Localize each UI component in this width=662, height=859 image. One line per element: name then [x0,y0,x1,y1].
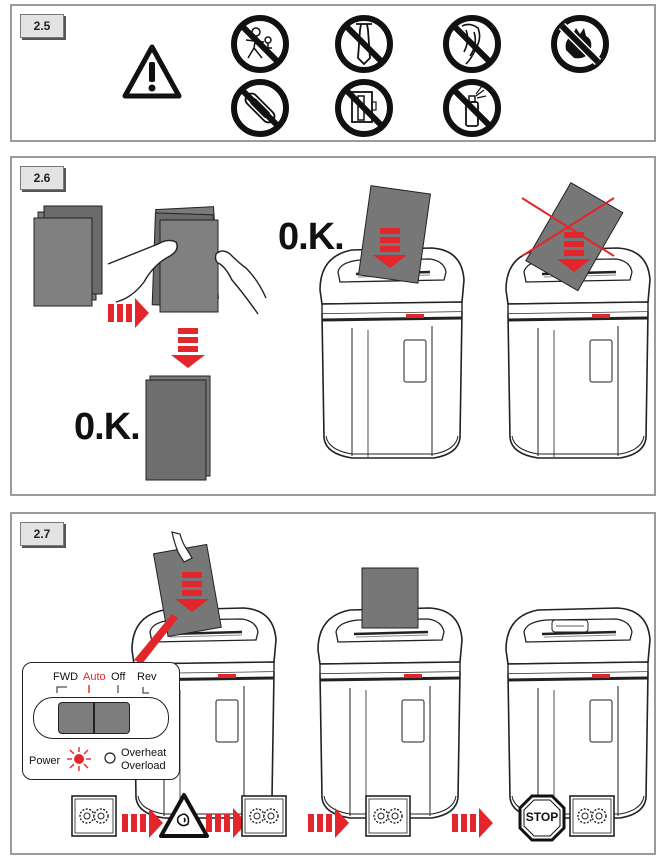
aligned-paper-stack [145,375,211,481]
sequence-gear-continue [365,795,411,837]
no-hand-icon [551,15,609,73]
overheat-led-icon [104,752,116,764]
shredder-shredding [316,567,464,820]
sequence-arrow-4 [452,808,493,838]
callout-pointer [134,614,178,664]
no-tie-icon [335,15,393,73]
shredder-wrong-insert [504,182,652,460]
sensor-warning-icon [159,793,209,838]
auto-label: Auto [83,671,106,683]
power-label: Power [29,755,61,767]
stop-sign-icon [518,794,566,842]
rocker-switch[interactable] [33,697,169,739]
shredder-correct-insert [318,185,466,460]
loose-paper-stack [33,205,103,307]
arrow-down-1 [171,328,205,368]
stop-sign-label: STOP [525,810,559,824]
rev-label: Rev [137,671,157,683]
sequence-gear-run [241,795,287,837]
power-led-icon [67,747,91,771]
ok-label-bottom: 0.K. [74,406,141,448]
sequence-gear-stopped [569,795,615,837]
sequence-gear-start [71,795,117,837]
switch-ticks [56,685,149,694]
off-label: Off [111,671,126,683]
sequence-arrow-3 [308,808,349,838]
panel-2-5: 2.5 [10,4,656,142]
panel-number: 2.6 [20,166,64,190]
overload-label: Overload [121,760,166,772]
warning-triangle-icon [122,44,182,99]
no-long-hair-icon [443,15,501,73]
panel-2-6: 2.6 0.K. 0.K. [10,156,656,496]
shredder-finished [504,606,652,820]
overheat-label: Overheat [121,747,167,759]
no-spray-icon [443,79,501,137]
rocker-knob[interactable] [58,702,130,734]
ok-label-top: 0.K. [278,216,345,258]
panel-number: 2.5 [20,14,64,38]
shredder-feeding [130,531,278,820]
switch-callout: FWD Auto Off Rev Power Ov [22,662,180,780]
no-children-icon [231,15,289,73]
hands-fanning-paper [107,206,267,315]
panel-number: 2.7 [20,522,64,546]
no-folder-icon [335,79,393,137]
fwd-label: FWD [53,671,79,683]
panel-2-7: 2.7 FWD Auto Off Rev Power [10,512,656,855]
no-paperclip-icon [231,79,289,137]
